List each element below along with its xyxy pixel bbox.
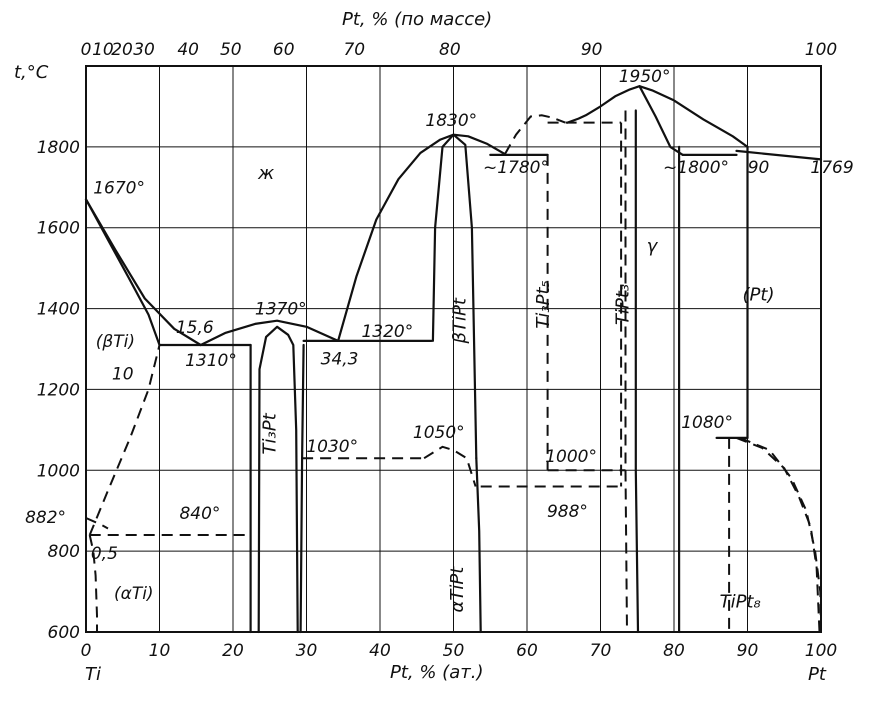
x-tick-bottom: 0 — [81, 641, 92, 661]
phase-boundary-dashed — [739, 436, 822, 633]
phase-label: Ti₃Pt — [260, 412, 281, 454]
x-tick-bottom: 60 — [516, 641, 538, 661]
point-label: ~1800° — [663, 158, 729, 178]
point-label: (βTi) — [96, 332, 135, 352]
phase-boundary-dashed — [624, 110, 628, 633]
x-tick-top: 40 — [177, 40, 199, 60]
x-axis-label-top: Pt, % (по массе) — [342, 9, 492, 30]
x-tick-bottom: 50 — [443, 641, 465, 661]
grid-lines — [86, 66, 821, 632]
dashed-phase-boundaries — [85, 110, 822, 633]
phase-label: TiPt₃ — [612, 284, 633, 325]
x-tick-top: 50 — [220, 40, 242, 60]
x-tick-bottom: 80 — [663, 641, 685, 661]
x-tick-bottom: 10 — [149, 641, 171, 661]
x-end-right: Pt — [808, 664, 827, 685]
phase-boundary — [634, 109, 640, 634]
x-axis-label-bottom: Pt, % (ат.) — [390, 662, 483, 683]
phase-boundary-dashed — [423, 445, 477, 487]
point-label: 34,3 — [321, 349, 359, 369]
x-tick-top: 30 — [133, 40, 155, 60]
phase-boundary-dashed — [504, 114, 566, 155]
x-tick-top: 0 — [81, 40, 92, 60]
x-tick-top: 90 — [581, 40, 603, 60]
x-tick-top: 60 — [273, 40, 295, 60]
x-tick-top: 100 — [805, 40, 837, 60]
phase-boundary-dashed — [88, 534, 98, 632]
point-label: 1030° — [306, 437, 358, 457]
phase-label: αTiPt — [447, 566, 468, 613]
point-label: 1310° — [185, 351, 237, 371]
y-tick: 800 — [48, 542, 80, 562]
phase-boundary-dashed — [85, 517, 109, 530]
phase-label: βTiPt — [449, 297, 470, 344]
y-tick: 1400 — [37, 300, 80, 320]
x-tick-bottom: 20 — [222, 641, 244, 661]
point-label: 15,6 — [176, 318, 214, 338]
phase-boundary — [566, 85, 749, 148]
x-tick-top: 20 — [111, 40, 133, 60]
point-label: 1670° — [93, 178, 145, 198]
y-tick: 600 — [48, 623, 80, 643]
point-label: 1050° — [413, 423, 465, 443]
point-label: 0,5 — [91, 544, 118, 564]
x-tick-bottom: 70 — [590, 641, 612, 661]
phase-label: (Pt) — [743, 284, 775, 305]
phase-boundary-dashed — [88, 344, 161, 536]
y-tick: 1800 — [37, 138, 80, 158]
phase-label: TiPt₈ — [720, 592, 761, 613]
phase-boundary — [638, 85, 684, 156]
phase-boundary — [431, 133, 478, 460]
point-label: (αTi) — [114, 584, 154, 604]
x-tick-bottom: 30 — [296, 641, 318, 661]
phase-labels: ж γ (Pt) TiPt₈ Ti₃Pt βTiPt Ti₃Pt₅ TiPt₃ αTiPt — [257, 163, 775, 613]
phase-boundary — [84, 198, 202, 347]
phase-label: ж — [257, 163, 275, 184]
point-label: 1080° — [681, 413, 733, 433]
point-label: 90 — [748, 158, 770, 178]
point-label: ~1780° — [483, 158, 549, 178]
phase-boundary — [475, 457, 482, 634]
x-tick-top: 80 — [439, 40, 461, 60]
phase-boundary — [199, 319, 340, 347]
point-label: 882° — [25, 508, 66, 528]
y-axis-label: t,°C — [14, 62, 49, 83]
phase-boundary — [299, 343, 305, 634]
phase-boundary — [257, 325, 299, 634]
x-tick-bottom: 40 — [369, 641, 391, 661]
phase-boundary — [337, 133, 506, 342]
point-label: 1370° — [255, 300, 307, 320]
x-tick-top: 10 — [92, 40, 114, 60]
y-tick: 1000 — [37, 461, 80, 481]
point-label: 1830° — [425, 111, 477, 131]
phase-label: γ — [647, 236, 659, 257]
point-label: 10 — [112, 364, 134, 384]
phase-boundary — [735, 149, 823, 161]
point-label: 1000° — [545, 447, 597, 467]
phase-boundary — [84, 198, 161, 347]
x-end-left: Ti — [85, 664, 101, 685]
phase-label: Ti₃Pt₅ — [533, 280, 554, 328]
y-tick: 1200 — [37, 380, 80, 400]
point-label: 988° — [547, 502, 588, 522]
point-label: 1320° — [361, 322, 413, 342]
x-tick-bottom: 100 — [805, 641, 837, 661]
point-label: 1950° — [619, 67, 671, 87]
x-tick-bottom: 90 — [737, 641, 759, 661]
point-label: 840° — [179, 504, 220, 524]
y-tick: 1600 — [37, 219, 80, 239]
x-tick-top: 70 — [343, 40, 365, 60]
point-label: 1769 — [810, 158, 853, 178]
